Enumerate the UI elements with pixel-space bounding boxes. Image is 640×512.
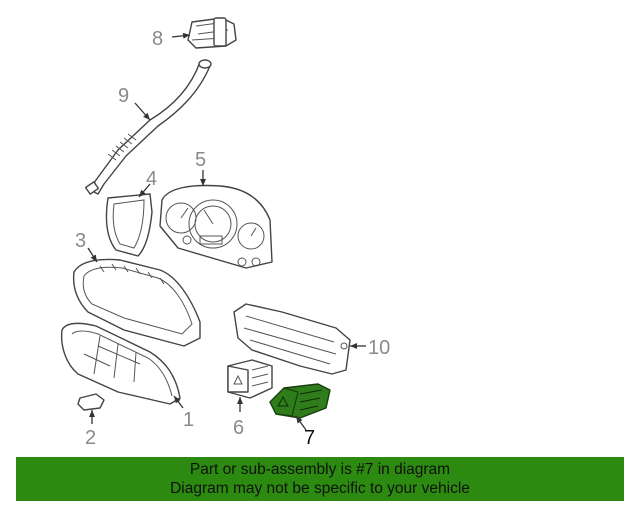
callout-7: 7 (304, 427, 315, 449)
callout-3: 3 (75, 230, 86, 252)
part-9-tube[interactable] (84, 59, 212, 195)
banner-line-1: Part or sub-assembly is #7 in diagram (189, 461, 451, 478)
part-2-clip[interactable] (77, 393, 105, 411)
part-6-switch[interactable] (227, 359, 273, 399)
part-5-gauge-cluster[interactable] (159, 184, 273, 269)
leader-7 (295, 415, 307, 431)
part-8-connector[interactable] (187, 17, 237, 49)
leader-4 (138, 183, 151, 198)
leader-9 (134, 102, 151, 121)
callout-10: 10 (368, 337, 390, 359)
callout-2: 2 (85, 427, 96, 449)
part-7-highlighted-switch[interactable] (269, 383, 331, 419)
parts-diagram: 8 9 4 (60, 17, 390, 449)
callout-1: 1 (183, 409, 194, 431)
leader-3 (87, 247, 98, 263)
callout-8: 8 (152, 28, 163, 50)
callout-5: 5 (195, 149, 206, 171)
part-1-lens[interactable] (60, 322, 181, 405)
leader-1 (173, 395, 184, 409)
part-10-switch-panel[interactable] (233, 303, 351, 375)
part-4-bezel[interactable] (105, 193, 153, 257)
callout-6: 6 (233, 417, 244, 439)
leader-8 (171, 32, 191, 39)
banner-line-2: Diagram may not be specific to your vehi… (170, 480, 470, 497)
callout-4: 4 (146, 168, 157, 190)
info-banner: Part or sub-assembly is #7 in diagram Di… (16, 457, 624, 501)
callout-9: 9 (118, 85, 129, 107)
